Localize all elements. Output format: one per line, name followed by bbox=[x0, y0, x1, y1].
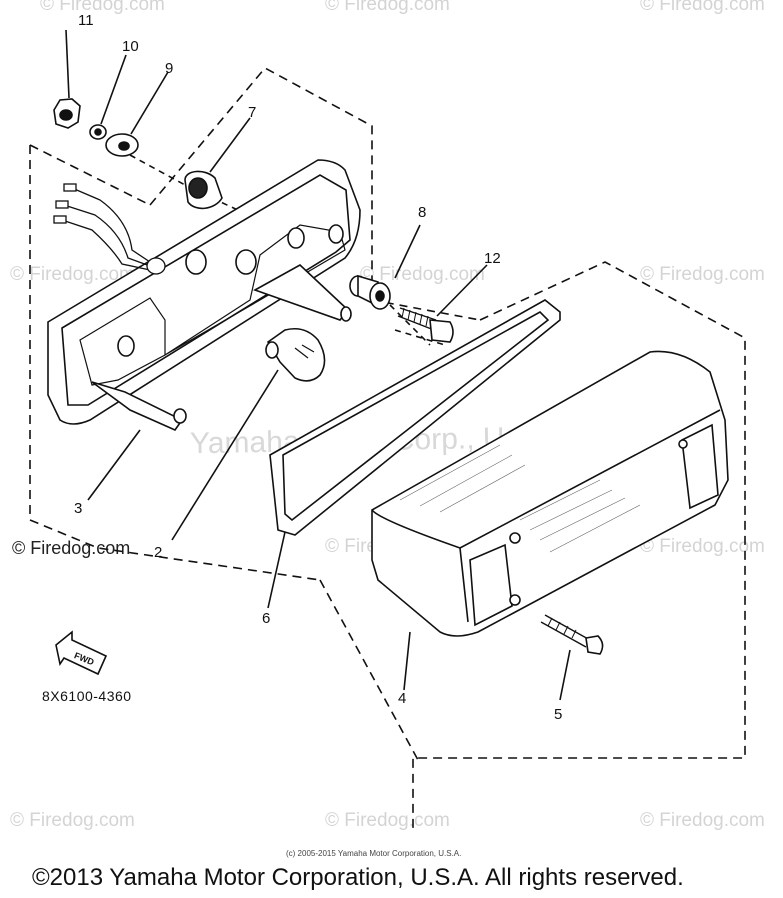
callout-10: 10 bbox=[122, 38, 139, 55]
part-10-lock-washer bbox=[89, 54, 127, 140]
watermark: © Firedog.com bbox=[10, 810, 135, 831]
part-5-screw bbox=[540, 614, 604, 701]
part-3-housing bbox=[47, 159, 361, 501]
assembly-line bbox=[129, 154, 446, 346]
callout-9: 9 bbox=[165, 60, 174, 77]
watermark: © Firedog.com bbox=[640, 810, 765, 831]
callout-12: 12 bbox=[484, 250, 501, 267]
dashed-boundary-gasket bbox=[371, 299, 481, 321]
callout-4: 4 bbox=[398, 690, 407, 707]
watermark: © Firedog.com bbox=[640, 0, 765, 15]
small-copyright: (c) 2005-2015 Yamaha Motor Corporation, … bbox=[286, 849, 462, 858]
fwd-arrow-icon bbox=[55, 630, 108, 676]
dashed-boundary-lens bbox=[319, 261, 746, 830]
callout-11: 11 bbox=[78, 12, 94, 29]
callout-7: 7 bbox=[248, 104, 257, 121]
callout-6: 6 bbox=[262, 610, 271, 627]
part-7-grommet bbox=[184, 117, 251, 210]
part-2-bulb bbox=[171, 327, 326, 541]
watermark: © Firedog.com bbox=[12, 538, 131, 558]
callout-3: 3 bbox=[74, 500, 83, 517]
watermark: © Firedog.com bbox=[360, 264, 485, 285]
copyright-notice: ©2013 Yamaha Motor Corporation, U.S.A. A… bbox=[32, 864, 684, 891]
part-12-screw bbox=[397, 264, 488, 343]
wire-harness bbox=[53, 183, 166, 275]
callout-2: 2 bbox=[154, 544, 163, 561]
watermark: © Firedog.com bbox=[10, 264, 135, 285]
callout-5: 5 bbox=[554, 706, 563, 723]
part-11-nut bbox=[53, 29, 81, 129]
watermark: © Firedog.com bbox=[640, 264, 765, 285]
watermark: © Firedog.com bbox=[40, 0, 165, 15]
part-9-washer bbox=[105, 71, 169, 157]
watermark: © Firedog.com bbox=[640, 536, 765, 557]
part-6-gasket bbox=[267, 299, 561, 609]
part-8-collar bbox=[349, 224, 421, 310]
part-4-lens bbox=[371, 350, 729, 691]
part-code: 8X6100-4360 bbox=[42, 688, 132, 704]
callout-8: 8 bbox=[418, 204, 427, 221]
watermark: © Firedog.com bbox=[325, 810, 450, 831]
watermark: © Firedog.com bbox=[325, 0, 450, 15]
dashed-boundary-housing bbox=[29, 144, 321, 581]
